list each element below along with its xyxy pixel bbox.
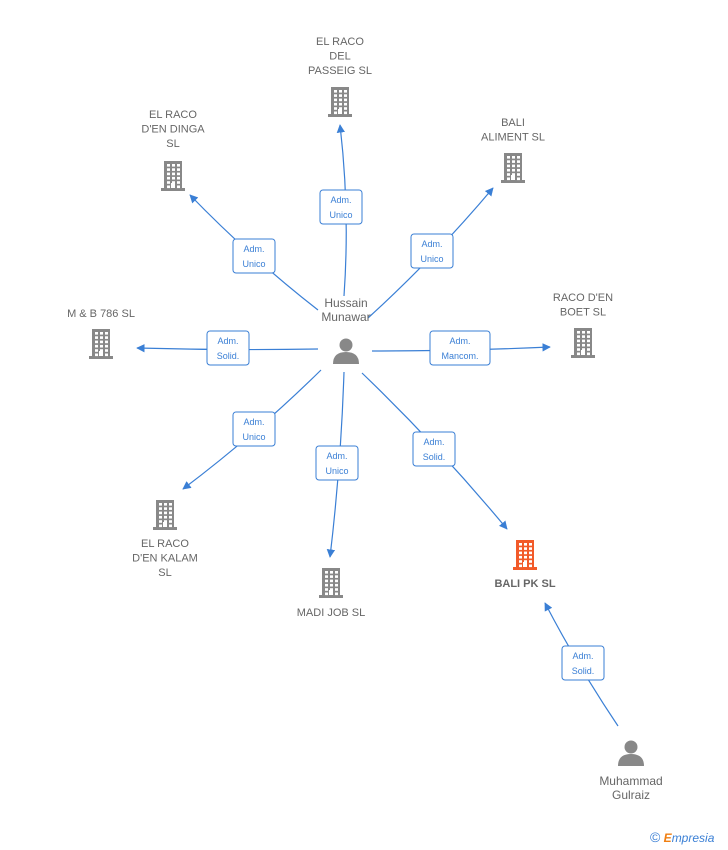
brand-name: mpresia: [671, 831, 715, 845]
role-text: Adm.: [421, 239, 442, 249]
building-icon: [501, 153, 525, 183]
company-name: BALI PK SL: [494, 578, 555, 590]
role-badge-hussain-aliment[interactable]: Adm. Unico: [410, 233, 454, 269]
role-text: Adm.: [217, 336, 238, 346]
person-name: Gulraiz: [612, 788, 650, 802]
company-name: DEL: [329, 51, 350, 63]
brand-first-letter: E: [663, 831, 672, 845]
company-node-boet[interactable]: RACO D'EN BOET SL: [553, 292, 613, 358]
role-badge-gulraiz-balipk[interactable]: Adm. Solid.: [561, 645, 605, 681]
role-badge-hussain-balipk[interactable]: Adm. Solid.: [412, 431, 456, 467]
company-name: BALI: [501, 117, 525, 129]
person-icon: [618, 740, 644, 766]
role-badge-hussain-mb786[interactable]: Adm. Solid.: [206, 330, 250, 366]
role-text: Unico: [420, 254, 443, 264]
company-node-balipk[interactable]: BALI PK SL: [494, 540, 556, 590]
company-name: SL: [158, 567, 171, 579]
company-name: EL RACO: [316, 36, 364, 48]
role-text: Unico: [329, 210, 352, 220]
company-node-madi[interactable]: MADI JOB SL: [297, 568, 365, 619]
building-icon: [161, 161, 185, 191]
person-name: Munawar: [321, 310, 370, 324]
nodes-layer: EL RACO DEL PASSEIG SL EL RACO D'EN DINGA SL B…: [67, 36, 663, 802]
role-badge-hussain-kalam[interactable]: Adm. Unico: [232, 411, 276, 447]
edges-layer: [136, 124, 619, 727]
person-name: Muhammad: [599, 774, 662, 788]
role-text: Unico: [325, 466, 348, 476]
role-text: Adm.: [449, 336, 470, 346]
role-text: Mancom.: [441, 351, 478, 361]
company-name: EL RACO: [149, 109, 197, 121]
company-name: M & B 786 SL: [67, 308, 135, 320]
company-name: D'EN DINGA: [141, 124, 205, 136]
role-text: Adm.: [243, 244, 264, 254]
company-name: EL RACO: [141, 538, 189, 550]
empresia-watermark: © Empresia: [650, 829, 714, 845]
role-badge-hussain-madi[interactable]: Adm. Unico: [315, 445, 359, 481]
role-text: Solid.: [572, 666, 595, 676]
company-name: D'EN KALAM: [132, 553, 198, 565]
company-node-passeig[interactable]: EL RACO DEL PASSEIG SL: [308, 36, 372, 117]
company-node-kalam[interactable]: EL RACO D'EN KALAM SL: [132, 500, 198, 579]
role-text: Unico: [242, 259, 265, 269]
role-text: Adm.: [326, 451, 347, 461]
role-badge-hussain-passeig[interactable]: Adm. Unico: [319, 189, 363, 225]
company-name: PASSEIG SL: [308, 65, 372, 77]
building-icon: [571, 328, 595, 358]
role-text: Solid.: [217, 351, 240, 361]
company-name: SL: [166, 138, 179, 150]
building-icon: [153, 500, 177, 530]
role-text: Adm.: [243, 417, 264, 427]
role-badge-hussain-boet[interactable]: Adm. Mancom.: [429, 330, 491, 366]
role-text: Unico: [242, 432, 265, 442]
role-badge-hussain-dinga[interactable]: Adm. Unico: [232, 238, 276, 274]
company-node-dinga[interactable]: EL RACO D'EN DINGA SL: [141, 109, 205, 191]
building-icon: [513, 540, 537, 570]
person-name: Hussain: [324, 296, 367, 310]
person-icon: [333, 338, 359, 364]
role-text: Adm.: [423, 437, 444, 447]
company-name: MADI JOB SL: [297, 607, 365, 619]
role-text: Adm.: [572, 651, 593, 661]
building-icon: [89, 329, 113, 359]
company-node-aliment[interactable]: BALI ALIMENT SL: [481, 117, 545, 183]
company-name: ALIMENT SL: [481, 132, 545, 144]
company-name: BOET SL: [560, 307, 606, 319]
role-text: Adm.: [330, 195, 351, 205]
building-icon: [328, 87, 352, 117]
copyright-symbol: ©: [650, 829, 661, 845]
roles-layer: Adm.UnicoAdm.UnicoAdm.UnicoAdm.Solid.Adm…: [206, 189, 605, 681]
company-name: RACO D'EN: [553, 292, 613, 304]
role-text: Solid.: [423, 452, 446, 462]
company-node-mb786[interactable]: M & B 786 SL: [67, 308, 135, 359]
building-icon: [319, 568, 343, 598]
